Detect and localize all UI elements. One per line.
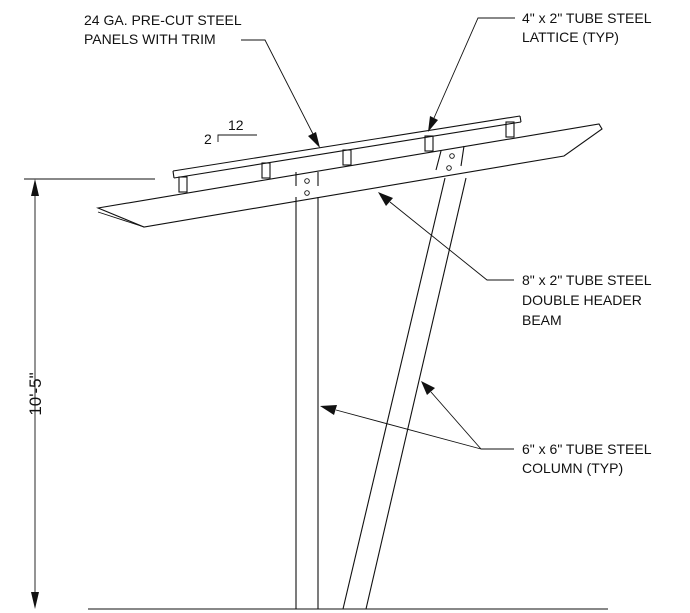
vertical-column	[295, 172, 319, 609]
height-dimension-text: 10'-5"	[26, 372, 45, 415]
callout-panels: 24 GA. PRE-CUT STEEL PANELS WITH TRIM	[84, 12, 320, 148]
lattice-members	[178, 121, 515, 193]
height-dimension: 10'-5"	[24, 178, 155, 609]
header-beam-label-line3: BEAM	[522, 312, 562, 328]
lattice-label-line1: 4" x 2" TUBE STEEL	[522, 10, 652, 26]
column-label-line2: COLUMN (TYP)	[522, 460, 623, 476]
callout-header-beam: 8" x 2" TUBE STEEL DOUBLE HEADER BEAM	[378, 192, 652, 328]
slope-rise: 2	[204, 131, 212, 147]
sloped-column	[342, 145, 467, 610]
header-beam-label-line2: DOUBLE HEADER	[522, 292, 642, 308]
callout-lattice: 4" x 2" TUBE STEEL LATTICE (TYP)	[428, 10, 652, 132]
slope-indicator: 2 12	[204, 117, 257, 147]
header-beam	[96, 123, 603, 228]
callout-column: 6" x 6" TUBE STEEL COLUMN (TYP)	[320, 381, 652, 476]
lattice-label-line2: LATTICE (TYP)	[522, 29, 619, 45]
roof-panels	[172, 115, 522, 179]
panels-label-line2: PANELS WITH TRIM	[84, 31, 216, 47]
slope-run: 12	[228, 117, 244, 133]
panels-label-line1: 24 GA. PRE-CUT STEEL	[84, 12, 242, 28]
column-label-line1: 6" x 6" TUBE STEEL	[522, 441, 652, 457]
header-beam-label-line1: 8" x 2" TUBE STEEL	[522, 272, 652, 288]
